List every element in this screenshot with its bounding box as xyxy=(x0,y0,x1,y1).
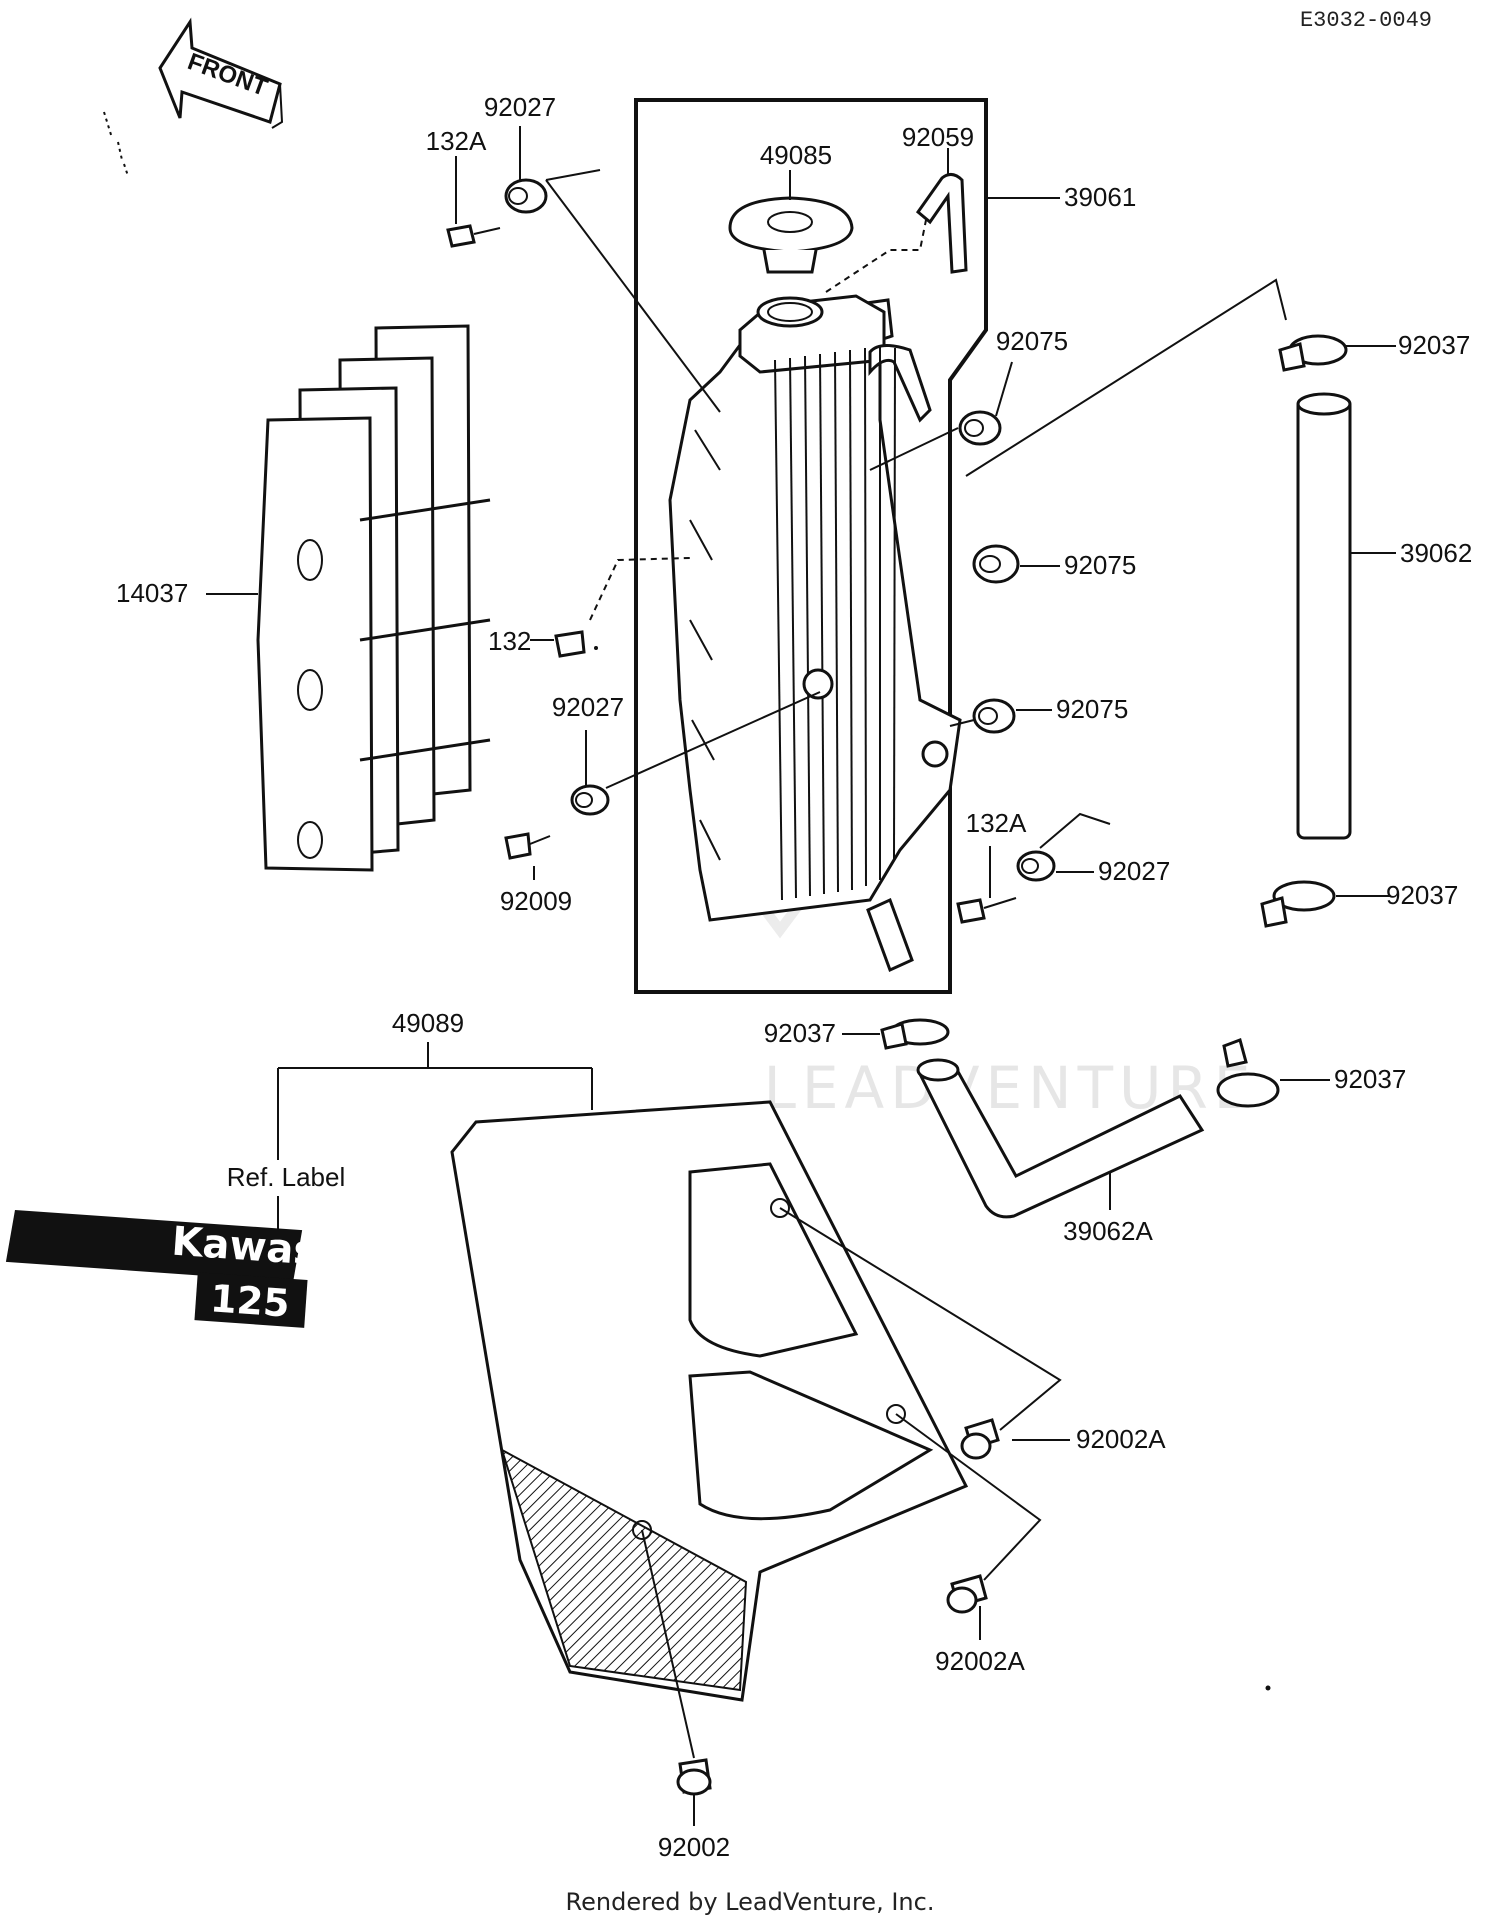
grommet-92075-b-icon xyxy=(972,544,1020,584)
callout-92002A-a: 92002A xyxy=(1076,1424,1166,1454)
decal-model: 125 xyxy=(209,1276,291,1325)
callout-92002A-b: 92002A xyxy=(935,1646,1025,1676)
ref-label: Ref. Label xyxy=(227,1162,346,1192)
overflow-tube-icon xyxy=(915,173,968,274)
radiator-cap-icon xyxy=(728,196,854,274)
radiator-shroud-icon xyxy=(450,1100,969,1702)
clamp-92037-b-icon xyxy=(1260,880,1336,928)
callout-92037-a: 92037 xyxy=(1398,330,1470,360)
bolt-92002A-a-icon xyxy=(960,1418,1000,1460)
bolt-132A-top-icon xyxy=(446,224,501,248)
bolt-92002A-b-icon xyxy=(946,1574,988,1614)
callout-49085: 49085 xyxy=(760,140,832,170)
grommet-92075-c-icon xyxy=(972,698,1016,734)
callout-92002: 92002 xyxy=(658,1832,730,1862)
washer-92027-right-icon xyxy=(1016,850,1056,882)
clamp-92037-d-icon xyxy=(1216,1038,1280,1108)
hose-39062A-icon xyxy=(916,1058,1205,1219)
callout-92027-top: 92027 xyxy=(484,92,556,122)
callout-39061: 39061 xyxy=(1064,182,1136,212)
callout-92027-mid: 92027 xyxy=(552,692,624,722)
callout-92037-c: 92037 xyxy=(764,1018,836,1048)
callout-39062: 39062 xyxy=(1400,538,1472,568)
callout-49089: 49089 xyxy=(392,1008,464,1038)
washer-92027-top-icon xyxy=(504,178,548,214)
callout-92075-b: 92075 xyxy=(1064,550,1136,580)
bolt-132-icon xyxy=(554,630,586,658)
callout-92009: 92009 xyxy=(500,886,572,916)
callout-92037-d: 92037 xyxy=(1334,1064,1406,1094)
radiator-guard-icon xyxy=(256,324,491,872)
callout-132: 132 xyxy=(488,626,531,656)
callout-132A-mid: 132A xyxy=(966,808,1027,838)
clamp-92037-c-icon xyxy=(880,1018,950,1050)
callout-92037-b: 92037 xyxy=(1386,880,1458,910)
callout-132A-top: 132A xyxy=(426,126,487,156)
kawasaki-decal-icon: Kawasaki 125 xyxy=(5,1209,386,1328)
diagram-code: E3032-0049 xyxy=(1300,8,1432,33)
bolt-132A-right-icon xyxy=(956,897,1017,924)
radiator-icon xyxy=(668,294,962,973)
hose-39062-icon xyxy=(1296,392,1352,840)
footer-credit: Rendered by LeadVenture, Inc. xyxy=(566,1888,935,1916)
callout-92027-right: 92027 xyxy=(1098,856,1170,886)
callout-39062A: 39062A xyxy=(1063,1216,1153,1246)
callout-92075-c: 92075 xyxy=(1056,694,1128,724)
front-arrow-icon: FRONT xyxy=(158,17,284,129)
clamp-92037-a-icon xyxy=(1278,334,1348,372)
bolt-92009-icon xyxy=(504,832,551,860)
washer-92027-mid-icon xyxy=(570,784,610,816)
grommet-92075-a-icon xyxy=(958,410,1002,446)
callout-92075-a: 92075 xyxy=(996,326,1068,356)
bolt-92002-icon xyxy=(676,1758,712,1796)
callout-92059: 92059 xyxy=(902,122,974,152)
callout-14037: 14037 xyxy=(116,578,188,608)
radiator-assembly-frame xyxy=(634,98,988,994)
